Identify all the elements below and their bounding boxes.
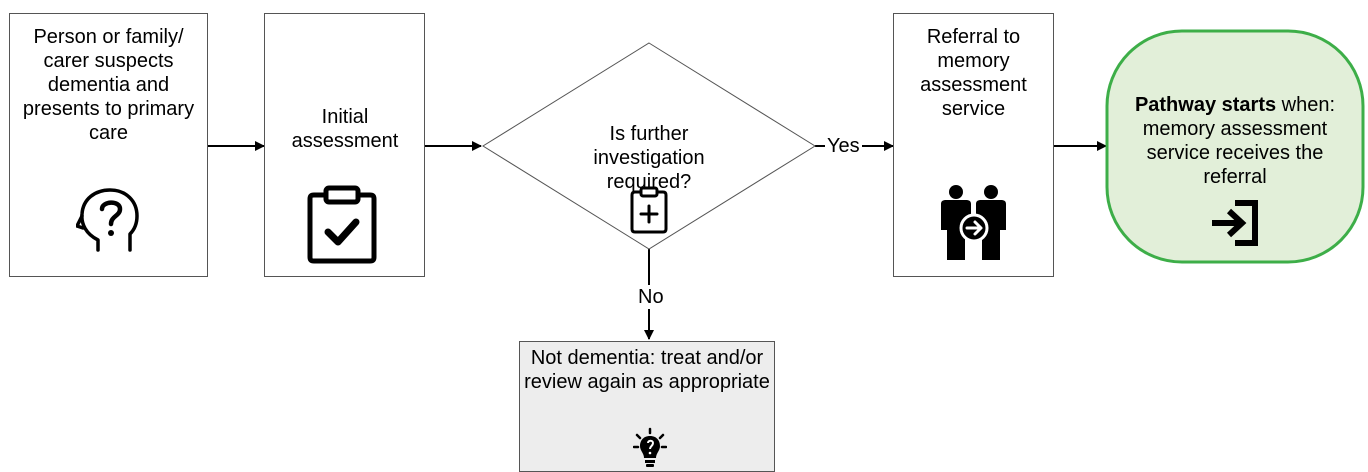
node-person-text: Person or family/ carer suspects dementi…	[22, 26, 195, 144]
head-question-icon	[76, 188, 139, 252]
lightbulb-icon	[633, 427, 667, 467]
clipboard-plus-icon	[630, 186, 668, 234]
decision-diamond	[482, 42, 816, 250]
pathway-bold-text: Pathway starts	[1134, 94, 1277, 116]
people-referral-icon	[941, 185, 1006, 260]
edge-label-yes: Yes	[825, 134, 862, 158]
node-pathway-text: Pathway starts when: memory assessment s…	[1120, 93, 1350, 189]
sign-in-arrow-icon	[1212, 200, 1258, 246]
node-assessment-text: Initial assessment	[291, 106, 399, 152]
node-not-dementia-text: Not dementia: treat and/or review again …	[524, 347, 770, 393]
clipboard-check-icon	[307, 185, 377, 264]
edge-label-no: No	[636, 285, 666, 309]
pathway-terminal-shape	[1105, 29, 1365, 264]
node-referral-text: Referral to memory assessment service	[920, 26, 1027, 120]
node-decision-text: Is further investigation required?	[593, 123, 705, 193]
pathway-rest-text: when: memory assessment service receives…	[1142, 94, 1336, 188]
